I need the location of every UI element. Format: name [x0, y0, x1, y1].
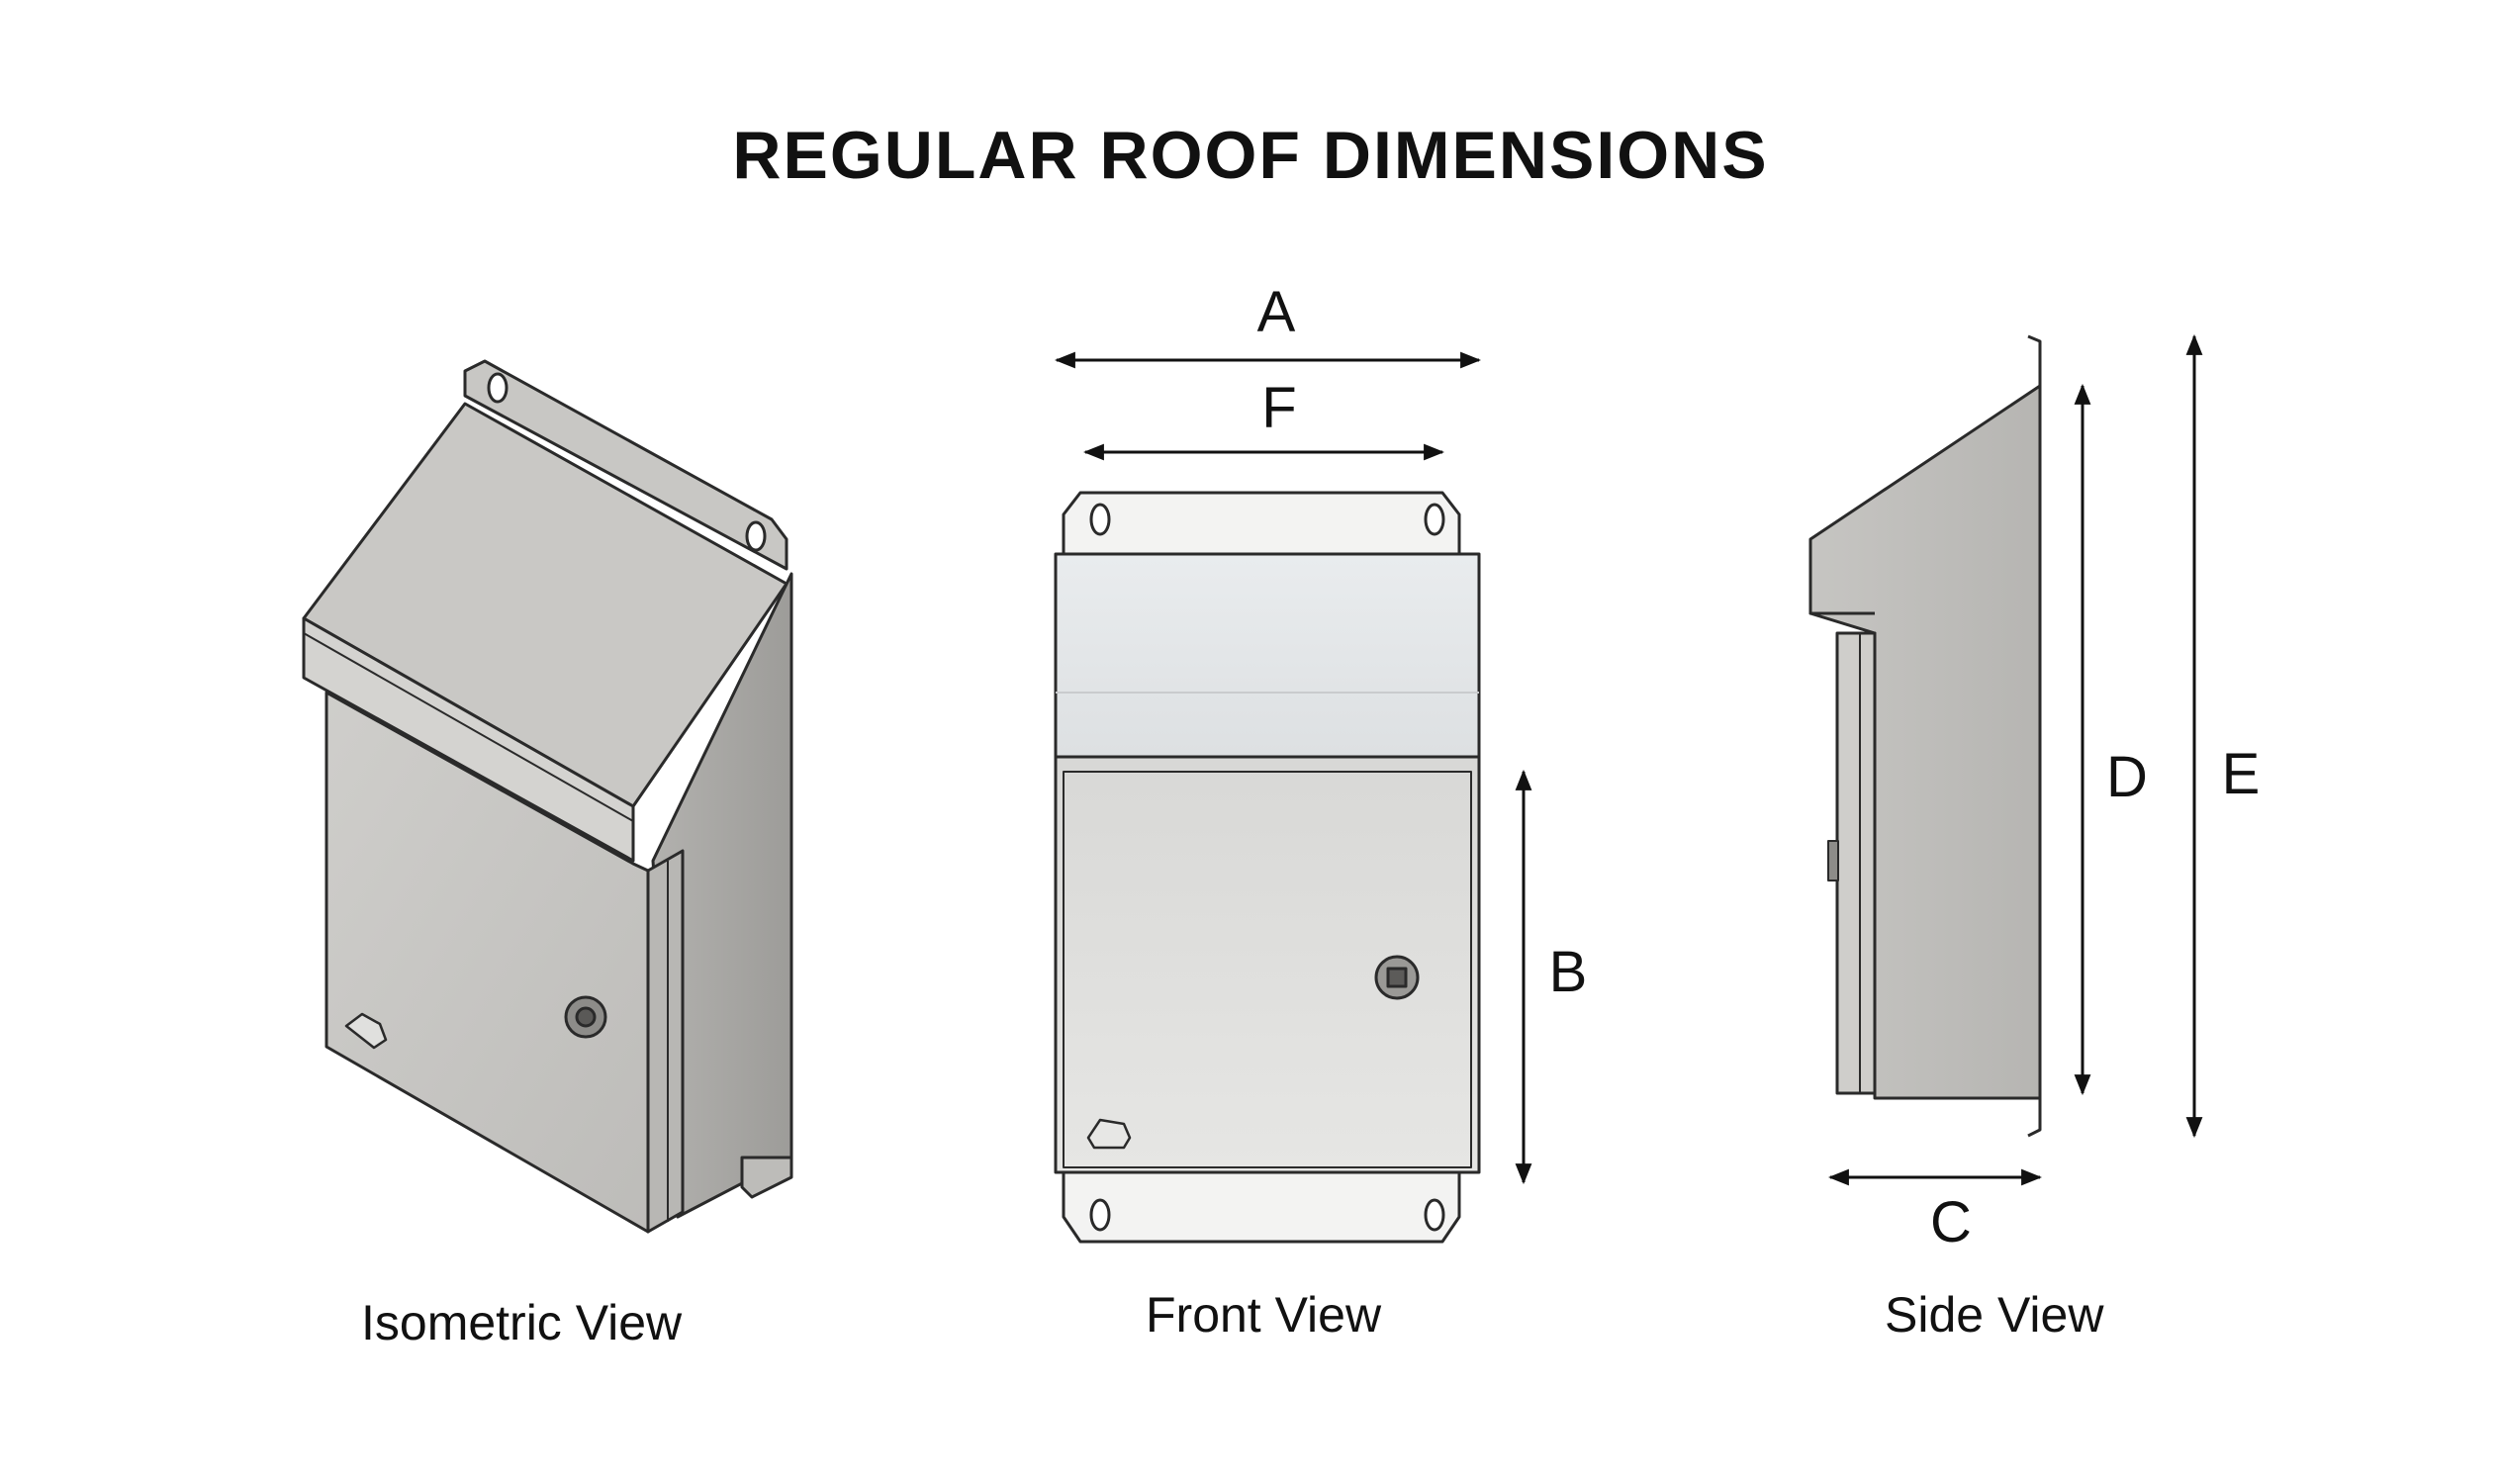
- dim-label-d: D: [2106, 745, 2148, 809]
- side-door: [1835, 631, 1877, 1095]
- dim-label-e: E: [2222, 742, 2261, 806]
- dim-label-f: F: [1261, 376, 1296, 440]
- side-view: [1808, 334, 2042, 1138]
- dim-label-c: C: [1930, 1190, 1972, 1254]
- isometric-view: [302, 359, 793, 1234]
- caption-front-view: Front View: [1146, 1287, 1382, 1343]
- dim-label-a: A: [1257, 280, 1296, 344]
- dim-label-b: B: [1549, 940, 1588, 1004]
- front-top-hole-right: [1424, 503, 1445, 536]
- diagram-title: REGULAR ROOF DIMENSIONS: [732, 118, 1769, 193]
- front-top-flange: [1062, 491, 1461, 556]
- caption-side-view: Side View: [1885, 1287, 2104, 1343]
- side-lock: [1827, 840, 1839, 881]
- front-logo-icon: [1086, 1118, 1132, 1150]
- iso-hinge: [646, 849, 685, 1234]
- side-back-flange: [2027, 334, 2042, 1138]
- iso-flange-hole-right: [745, 520, 767, 552]
- iso-roof-lip: [302, 616, 635, 863]
- front-door: [1054, 755, 1481, 1174]
- dimension-lines: [1054, 333, 2203, 1186]
- iso-flange-hole-left: [487, 372, 509, 404]
- front-bottom-hole-left: [1089, 1198, 1111, 1232]
- iso-logo-icon: [344, 1012, 388, 1050]
- front-roof: [1054, 552, 1481, 759]
- caption-isometric-view: Isometric View: [361, 1295, 683, 1350]
- iso-top-flange: [463, 359, 788, 571]
- front-bottom-hole-right: [1424, 1198, 1445, 1232]
- front-bottom-flange: [1062, 1170, 1461, 1244]
- iso-bottom-flange: [740, 1156, 793, 1199]
- front-view: [1054, 491, 1481, 1244]
- front-top-hole-left: [1089, 503, 1111, 536]
